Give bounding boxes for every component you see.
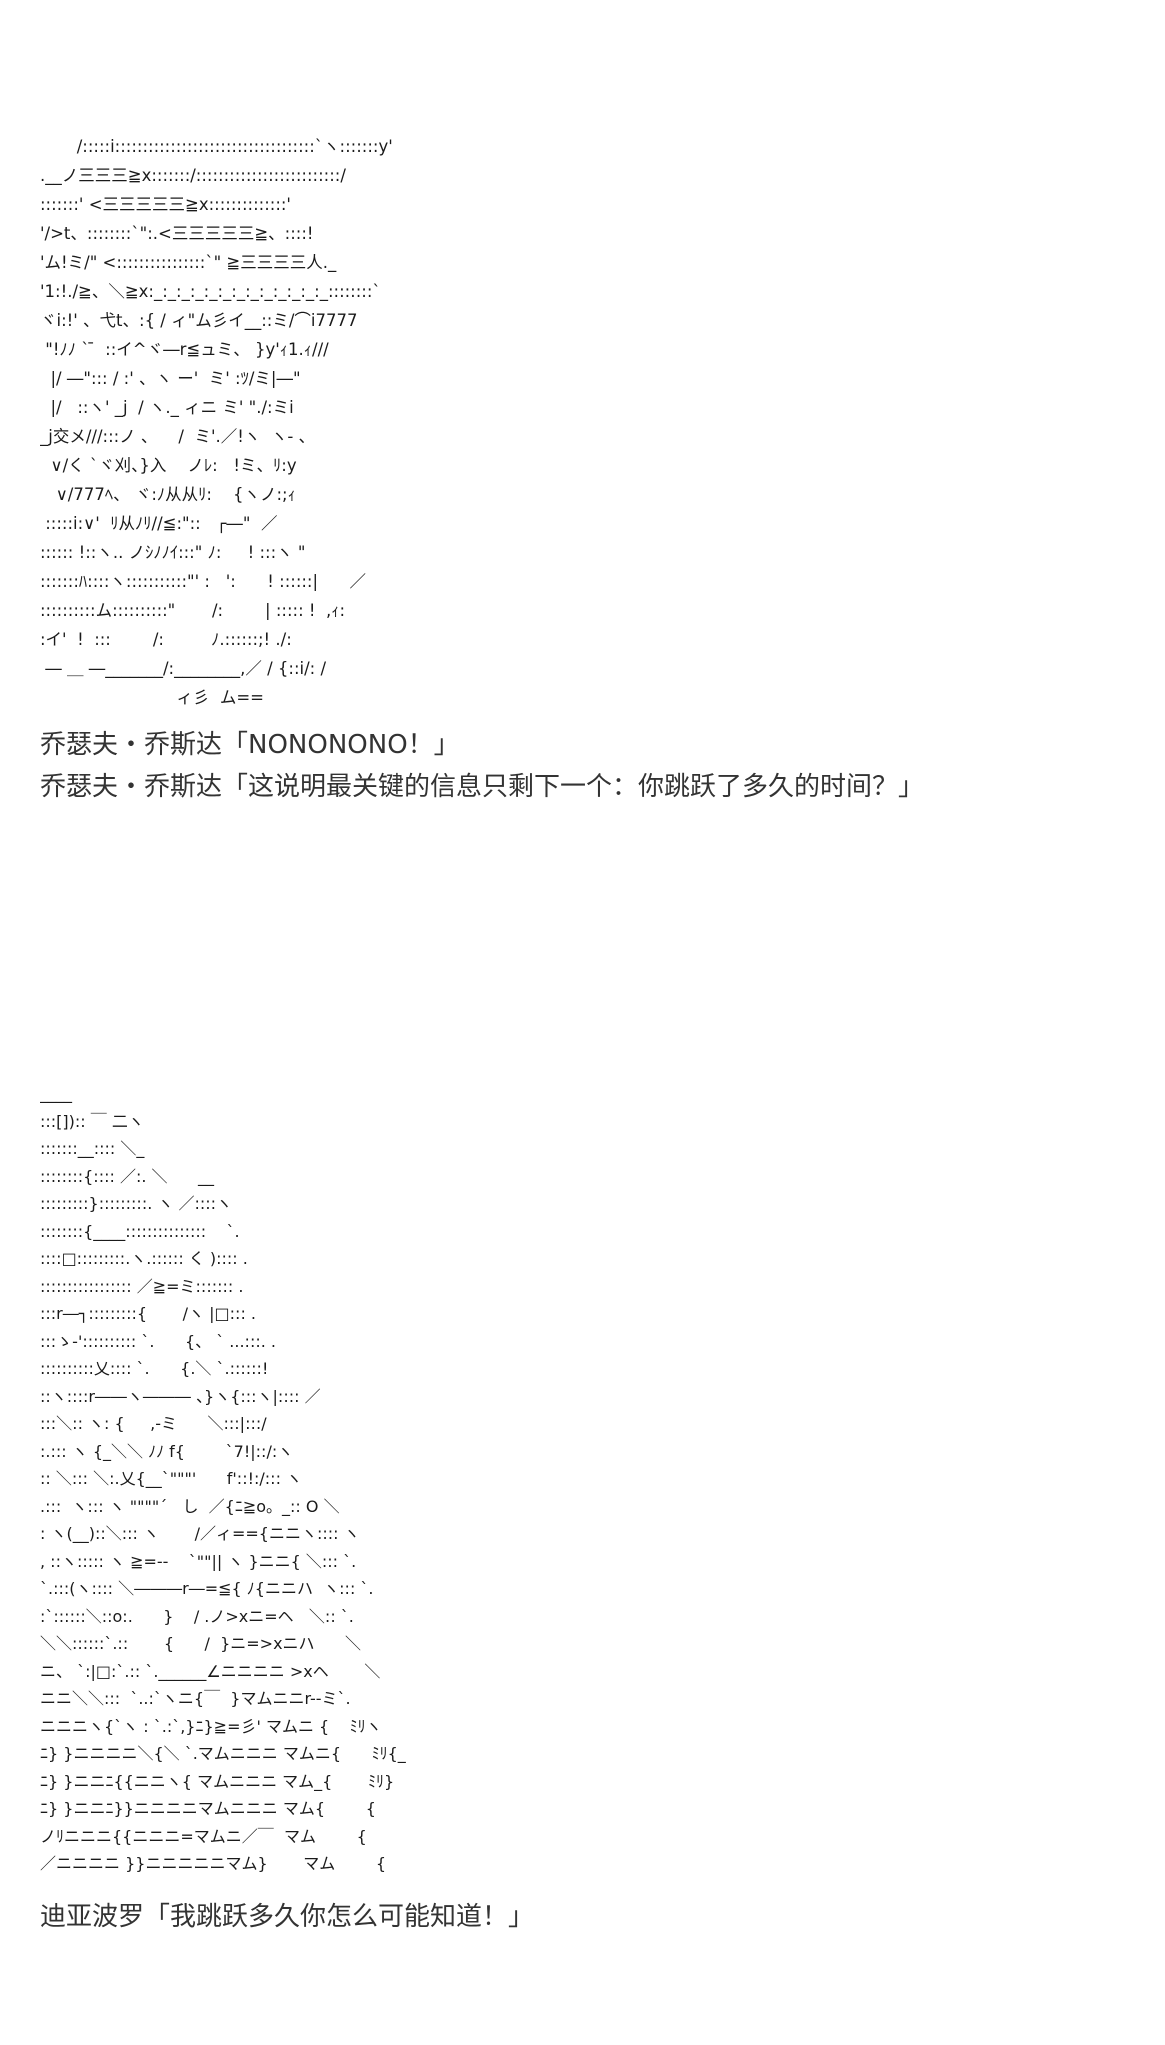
dialogue-joseph-2: 乔瑟夫・乔斯达「这说明最关键的信息只剩下一个：你跳跃了多久的时间？」 — [40, 772, 925, 802]
ascii-art-joseph-line: '1:!./≧、＼≧x:_:_:_:_:_:_:_:_:_:_:_:_:_:::… — [40, 282, 381, 301]
ascii-art-joseph-line: ∨/777ﾍ、 ヾ:ﾉ从从ﾘ: {ヽノ:;ｨ — [40, 485, 296, 504]
ascii-art-diavolo-line: ﾆ} }ニニﾆ}}ニニニニマムニニニ マム{ { — [40, 1799, 376, 1818]
ascii-art-joseph-line: :::::::ﾊ::::ヽ:::::::::::"' : ': ! ::::::… — [40, 572, 367, 591]
ascii-art-diavolo-line: ﾆ} }ニニニニ＼{＼ `.マムニニニ マムニ{ ﾐﾘ{_ — [40, 1744, 406, 1763]
ascii-art-joseph-line: _j交メ///:::ノ 、 / ミ'.／!ヽ ヽ- 、 — [40, 427, 316, 446]
ascii-art-joseph-line: |/ ―"::: / :' 、ヽ ー' ミ' :ﾂ/ミ|―" — [40, 369, 301, 388]
ascii-art-joseph-line: ― ＿ ―_______/:________,／ / {::i/: / — [40, 659, 327, 678]
ascii-art-diavolo-line: :::::::::}:::::::::. ヽ ／::::ヽ — [40, 1194, 233, 1213]
ascii-art-diavolo-line: `.:::(ヽ:::: ＼―――r―=≦{ ﾉ{ニニハ ヽ::: `. — [40, 1579, 374, 1598]
ascii-art-diavolo-line: :: ＼::: ＼:.乂{__`"""' f'::!:/::: ヽ — [40, 1469, 303, 1488]
ascii-art-joseph: /:::::i:::::::::::::::::::::::::::::::::… — [40, 132, 500, 712]
ascii-art-diavolo: ____ :::[]):: ￣ 二ヽ :::::::__:::: ＼_ ::::… — [40, 1080, 600, 1880]
ascii-art-diavolo-line: ____ — [40, 1084, 72, 1103]
ascii-art-joseph-line: ∨/く `ヾ刈、}入 ノﾚ: !ミ、ﾘ:y — [40, 456, 297, 475]
ascii-art-diavolo-line: :::r―┐:::::::::{ /ヽ |□::: . — [40, 1304, 257, 1323]
ascii-art-joseph-line: "!ﾉﾉ ` ̄ ::イ^ヾ―r≦ュミ、 }y'ｨ1.ｨ/// — [40, 340, 329, 359]
ascii-art-diavolo-line: ::::::::{:::: ／:. ＼ __ — [40, 1166, 215, 1186]
ascii-art-diavolo-line: , ::ヽ::::: ヽ ≧=-- `""|| ヽ }ニニ{ ＼::: `. — [40, 1551, 357, 1571]
ascii-art-diavolo-line: ニ、 `:|□:`.:: `.______∠ニニニニ >xヘ ＼ — [40, 1661, 381, 1681]
ascii-art-joseph-line: ::::::::::ム::::::::::" /: | ::::: ! ,ｨ: — [40, 601, 346, 620]
ascii-art-diavolo-line: :::ゝ-':::::::::: `. {、 ` ...:::. . — [40, 1331, 276, 1351]
ascii-art-joseph-line: '/>t、::::::::`":.<三三三三三≧、::::! — [40, 224, 314, 243]
ascii-art-diavolo-line: ノﾘニニニ{{ニニニ=マムニ／￣ マム { — [40, 1826, 367, 1846]
ascii-art-joseph-line: :::::i:∨' ﾘ从ﾉﾘ//≦:":: ┌―" ／ — [40, 514, 278, 533]
ascii-art-diavolo-line: ::::::::::::::::: ／≧=ミ::::::: . — [40, 1276, 244, 1296]
ascii-art-diavolo-line: : ヽ(__)::＼::: ヽ /／ィ=={ニニヽ:::: ヽ — [40, 1524, 360, 1543]
ascii-art-diavolo-line: ＼＼::::::`.:: { / }ニ=>xニハ ＼ — [40, 1634, 362, 1653]
ascii-art-diavolo-line: ニニ＼＼::: `..:`ヽニ{￣ }マムニニr--ミ`. — [40, 1689, 351, 1708]
ascii-art-joseph-line: ヾi:!' 、弋t、:{ / ィ"ム彡イ__::ミ/⌒i7777 — [40, 311, 358, 330]
dialogue-joseph-1: 乔瑟夫・乔斯达「NONONONO！」 — [40, 730, 460, 760]
ascii-art-joseph-line: /:::::i:::::::::::::::::::::::::::::::::… — [40, 137, 393, 156]
ascii-art-diavolo-line: :::::::__:::: ＼_ — [40, 1139, 145, 1158]
ascii-art-diavolo-line: ::::□:::::::::.ヽ.:::::: く ):::: . — [40, 1249, 248, 1268]
ascii-art-diavolo-line: :::[]):: ￣ 二ヽ — [40, 1111, 144, 1131]
ascii-art-diavolo-line: ニニニヽ{`ヽ : `.:`,}ﾆ}≧=彡' マムニ { ﾐﾘヽ — [40, 1716, 382, 1736]
ascii-art-joseph-line: .__ノ三三三≧x:::::::/:::::::::::::::::::::::… — [40, 166, 346, 185]
ascii-art-diavolo-line: :.::: ヽ {_＼＼ ﾉﾉ f{ `7!|::/:ヽ — [40, 1441, 294, 1461]
ascii-art-joseph-line: ィ彡 ム== — [40, 688, 265, 707]
ascii-art-diavolo-line: ::ヽ::::r――ヽ――― 、}ヽ{:::ヽ|:::: ／ — [40, 1386, 321, 1406]
ascii-art-joseph-line: :イ' ! ::: /: ﾉ.::::::;! ./: — [40, 630, 292, 649]
ascii-art-joseph-line: 'ム!ミ/" <::::::::::::::::`" ≧三三三三人._ — [40, 253, 337, 272]
dialogue-diavolo: 迪亚波罗「我跳跃多久你怎么可能知道！」 — [40, 1902, 535, 1932]
ascii-art-diavolo-line: ／ニニニニ }}ニニニニニマム} マム { — [40, 1854, 387, 1873]
ascii-art-diavolo-line: :`::::::＼::o:. } / .ノ>xニ=ヘ ＼:: `. — [40, 1606, 354, 1626]
ascii-art-diavolo-line: ﾆ} }ニニﾆ{{ニニヽ{ マムニニニ マム_{ ﾐﾘ} — [40, 1771, 395, 1791]
ascii-art-diavolo-line: :::＼:: ヽ: { ,-ミ ＼:::|:::/ — [40, 1414, 267, 1433]
ascii-art-diavolo-line: ::::::::{____::::::::::::::: `. — [40, 1221, 240, 1241]
ascii-art-diavolo-line: ::::::::::乂:::: `. {.＼ `.::::::! — [40, 1359, 269, 1378]
ascii-art-joseph-line: :::::: !::ヽ.. ノｼﾉﾉｲ:::" ﾉ: ! :::ヽ " — [40, 543, 306, 562]
ascii-art-diavolo-line: .::: ヽ::: ヽ """"´ し ／{ﾆ≧o。_:: O ＼ — [40, 1496, 340, 1516]
ascii-art-joseph-line: |/ ::ヽ' _j / ヽ._ ィニ ミ' "./:ミi — [40, 398, 294, 417]
ascii-art-joseph-line: :::::::' <三三三三三≧x::::::::::::::' — [40, 195, 291, 214]
